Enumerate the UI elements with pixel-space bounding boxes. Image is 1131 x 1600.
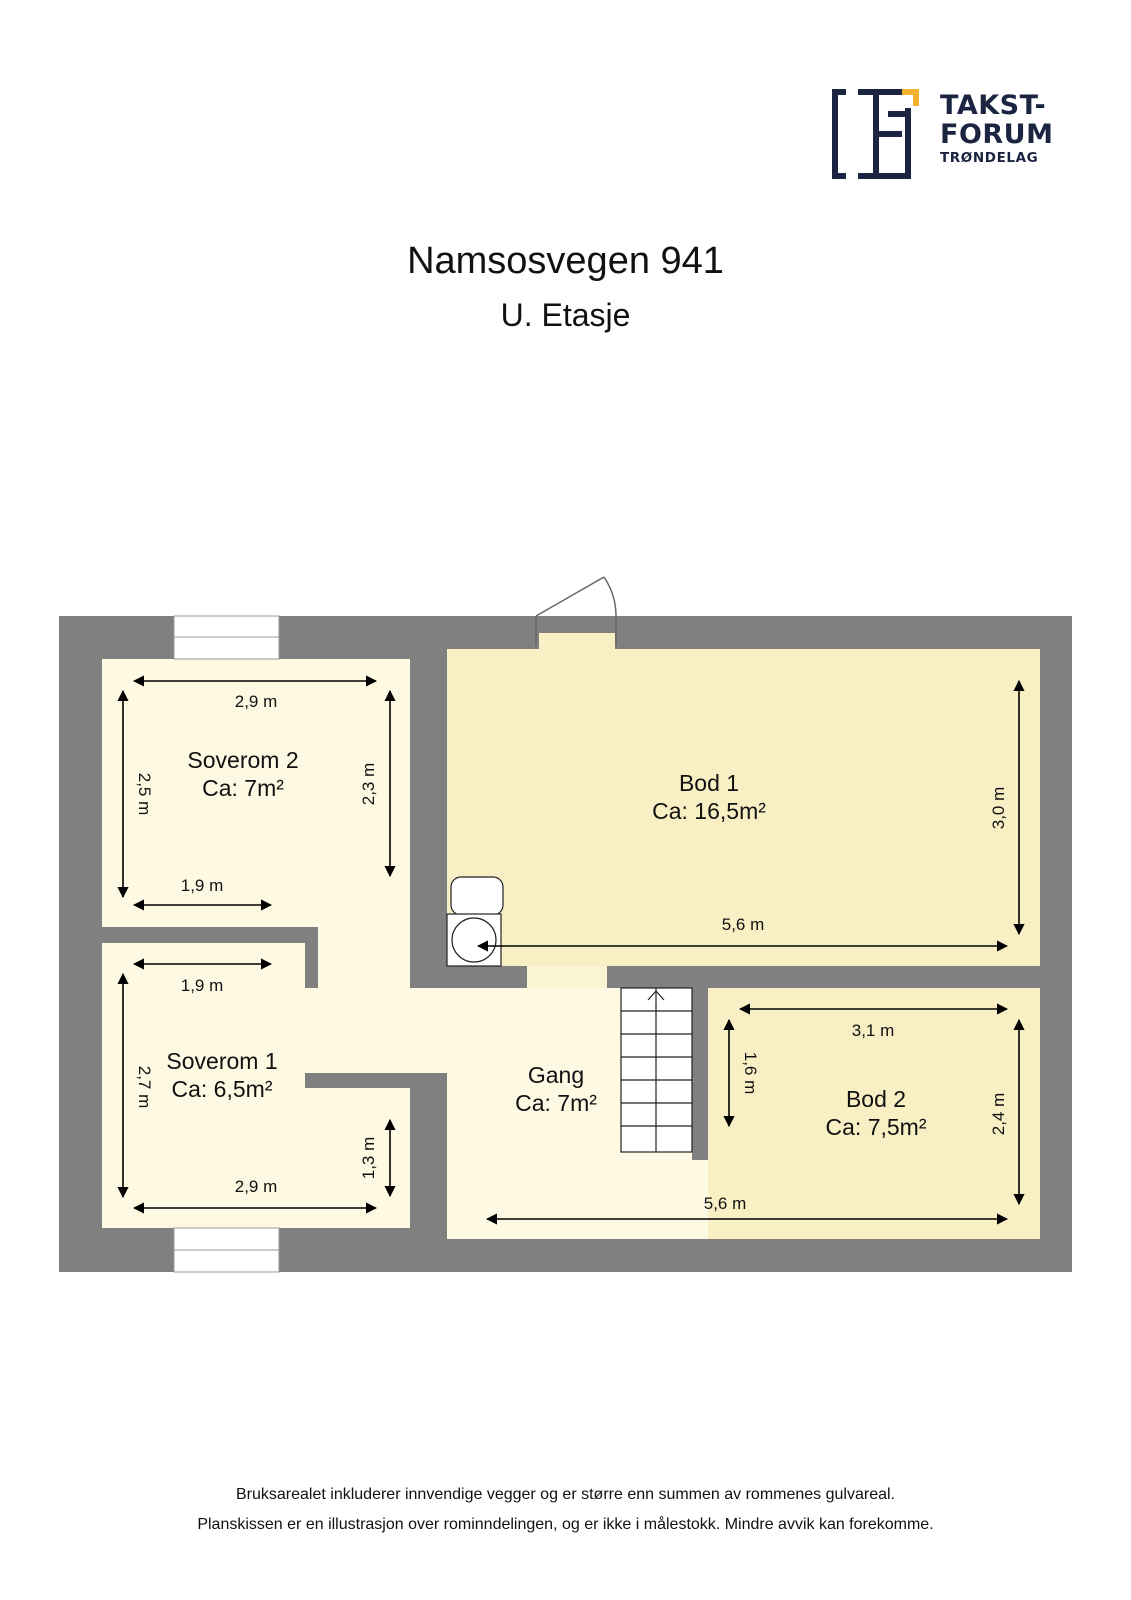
room-name: Gang: [527, 1062, 585, 1088]
dim-bod2-top: 3,1 m: [851, 1021, 895, 1040]
dim-gang-bottom: 5,6 m: [703, 1194, 747, 1213]
dim-soverom2-top: 2,9 m: [234, 692, 278, 711]
room-label-bod-2: Bod 2 Ca: 7,5m²: [826, 1085, 927, 1141]
footer-note-1: Bruksarealet inkluderer innvendige vegge…: [236, 1486, 895, 1503]
room-name: Bod 1: [678, 770, 740, 796]
footer-note-2: Planskissen er en illustrasjon over romi…: [197, 1516, 934, 1533]
brand-line-2: FORUM: [940, 119, 1054, 150]
dim-soverom2-bottom: 1,9 m: [180, 876, 224, 895]
brand-line-1: TAKST-: [940, 90, 1047, 121]
dim-soverom1-top: 1,9 m: [180, 976, 224, 995]
washing-machine-icon: [446, 913, 502, 967]
brand-line-3: TRØNDELAG: [940, 150, 1039, 166]
room-label-gang: Gang Ca: 7m²: [515, 1061, 597, 1117]
room-label-soverom-1: Soverom 1 Ca: 6,5m²: [166, 1047, 277, 1103]
window-soverom-2: [173, 615, 280, 660]
brand-wordmark: TAKST- FORUM TRØNDELAG: [940, 92, 1053, 166]
page-title: Namsosvegen 941: [407, 240, 724, 282]
dim-bod2-right: 2,4 m: [989, 1092, 1008, 1136]
staircase: [620, 987, 693, 1153]
room-area: Ca: 6,5m²: [171, 1076, 273, 1102]
room-soverom-2: [102, 659, 410, 927]
room-bod-2: [708, 988, 1040, 1239]
room-label-soverom-2: Soverom 2 Ca: 7m²: [187, 746, 298, 802]
dim-soverom2-left: 2,5 m: [135, 772, 154, 816]
entry-door: [535, 576, 617, 646]
room-name: Soverom 2: [187, 747, 299, 773]
floor-subtitle: U. Etasje: [500, 297, 631, 333]
room-area: Ca: 7m²: [202, 775, 284, 801]
dryer-icon: [450, 876, 504, 916]
room-label-bod-1: Bod 1 Ca: 16,5m²: [652, 769, 766, 825]
room-name: Soverom 1: [166, 1048, 278, 1074]
room-name: Bod 2: [845, 1086, 907, 1112]
room-bod-1: [447, 649, 1040, 966]
takstforum-logo-icon: [832, 89, 919, 179]
dim-soverom1-left: 2,7 m: [135, 1065, 154, 1109]
dim-soverom2-right: 2,3 m: [359, 762, 378, 806]
window-soverom-1: [173, 1227, 280, 1273]
dim-bod1-bottom: 5,6 m: [721, 915, 765, 934]
dim-bod2-left: 1,6 m: [741, 1051, 760, 1095]
room-area: Ca: 7,5m²: [825, 1114, 927, 1140]
dim-soverom1-bottom: 2,9 m: [234, 1177, 278, 1196]
dim-soverom1-right: 1,3 m: [359, 1136, 378, 1180]
room-area: Ca: 16,5m²: [652, 798, 766, 824]
room-soverom-1: [102, 943, 410, 1228]
room-area: Ca: 7m²: [515, 1090, 597, 1116]
dim-bod1-right: 3,0 m: [989, 786, 1008, 830]
